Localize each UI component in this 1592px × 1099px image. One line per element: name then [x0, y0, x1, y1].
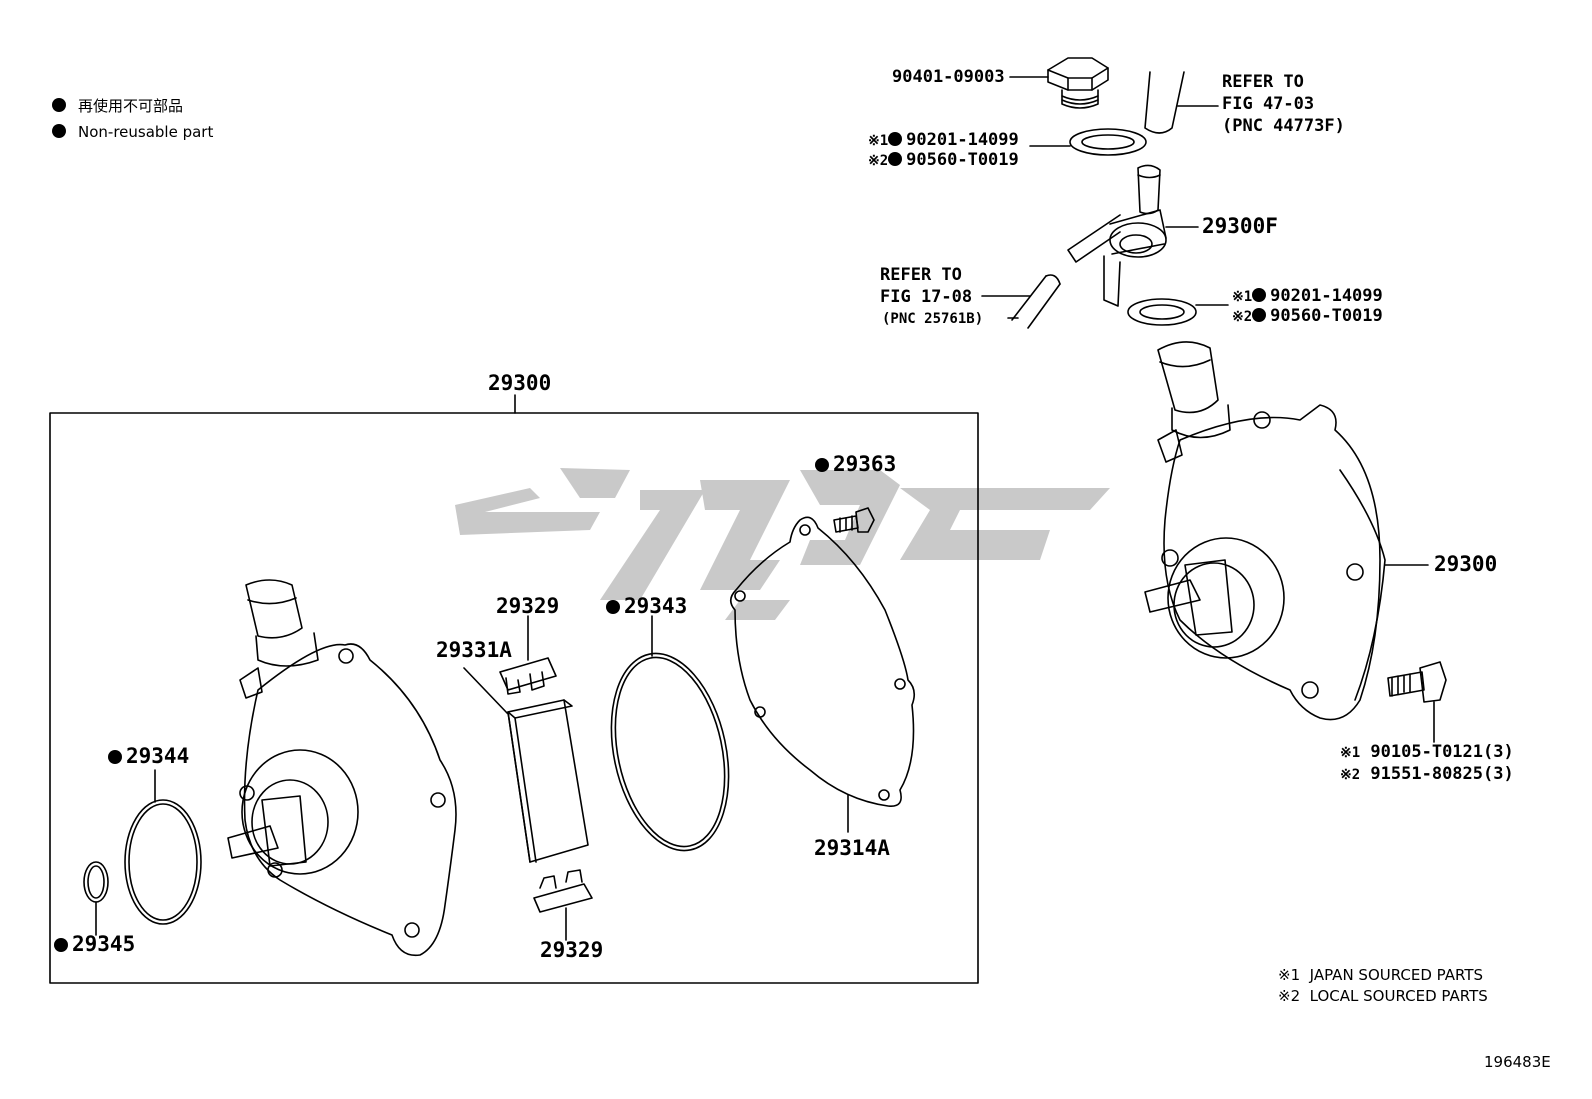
- refer-mid-line3: (PNC 25761B): [882, 311, 984, 327]
- o-ring-29345: [83, 861, 109, 936]
- bullet-icon: [108, 750, 122, 764]
- label-gasket-mid-2: ※2 90560-T0019: [1232, 306, 1383, 327]
- cap-29329-top: [499, 615, 557, 695]
- label-29329-bottom: 29329: [540, 938, 604, 962]
- figure-id: 196483E: [1484, 1053, 1551, 1071]
- label-29331a: 29331A: [436, 638, 512, 662]
- mark1: ※1: [868, 133, 889, 149]
- watermark-logo: [455, 468, 1110, 620]
- refer-mid-line2: FIG 17-08: [880, 287, 973, 307]
- plug-part: [1009, 57, 1109, 109]
- label-plug: 90401-09003: [892, 67, 1005, 87]
- mark2: ※2: [1278, 987, 1301, 1005]
- part-number: 29345: [72, 932, 136, 956]
- mark2: ※2: [868, 153, 889, 169]
- legend-en-text: Non-reusable part: [78, 123, 214, 141]
- label-assembly-box: 29300: [488, 371, 552, 395]
- mark1: ※1: [1278, 966, 1301, 984]
- screw-29363: [833, 507, 875, 533]
- note-text: JAPAN SOURCED PARTS: [1309, 966, 1484, 984]
- part-number: 29344: [126, 744, 190, 768]
- label-bolt-2: ※2 91551-80825(3): [1340, 764, 1514, 785]
- part-number: 91551-80825(3): [1370, 764, 1514, 784]
- legend-en: Non-reusable part: [52, 122, 213, 142]
- label-29344: 29344: [108, 744, 189, 768]
- refer-top-line3: (PNC 44773F): [1222, 116, 1345, 136]
- label-gasket-top-1: ※1 90201-14099: [868, 130, 1019, 151]
- label-29314a: 29314A: [814, 836, 890, 860]
- label-assembly-right: 29300: [1434, 552, 1498, 576]
- label-bolt-1: ※1 90105-T0121(3): [1340, 742, 1514, 763]
- union-part: [1067, 164, 1199, 307]
- note-local: ※2 LOCAL SOURCED PARTS: [1278, 986, 1488, 1006]
- legend-jp: 再使用不可部品: [52, 96, 183, 116]
- bullet-icon: [888, 152, 903, 166]
- bullet-icon: [1252, 288, 1267, 302]
- bullet-icon: [815, 458, 829, 472]
- part-number: 90201-14099: [906, 130, 1019, 150]
- part-number: 29363: [833, 452, 897, 476]
- label-gasket-top-2: ※2 90560-T0019: [868, 150, 1019, 171]
- bullet-icon: [606, 600, 620, 614]
- bullet-icon: [54, 938, 68, 952]
- bolt-right: [1387, 661, 1447, 743]
- mark2: ※2: [1340, 767, 1361, 783]
- hose-mid: [981, 274, 1061, 329]
- o-ring-29343: [610, 615, 730, 852]
- bullet-icon: [1252, 308, 1267, 322]
- label-29345: 29345: [54, 932, 135, 956]
- label-gasket-mid-1: ※1 90201-14099: [1232, 286, 1383, 307]
- cover-29314a: [729, 516, 916, 833]
- label-29343: 29343: [606, 594, 687, 618]
- mark2: ※2: [1232, 309, 1253, 325]
- gasket-mid: [1127, 298, 1229, 326]
- note-japan: ※1 JAPAN SOURCED PARTS: [1278, 965, 1483, 985]
- refer-top-line1: REFER TO: [1222, 72, 1304, 92]
- refer-mid-line1: REFER TO: [880, 265, 962, 285]
- part-number: 90105-T0121(3): [1370, 742, 1514, 762]
- note-text: LOCAL SOURCED PARTS: [1309, 987, 1488, 1005]
- assembly-box: [49, 412, 979, 984]
- label-29363: 29363: [815, 452, 896, 476]
- label-union: 29300F: [1202, 214, 1278, 238]
- mark1: ※1: [1340, 745, 1361, 761]
- part-number: 90560-T0019: [1270, 306, 1383, 326]
- label-29329-top: 29329: [496, 594, 560, 618]
- bullet-icon: [888, 132, 903, 146]
- pump-assembly-right: [1144, 341, 1429, 721]
- pump-body-left: [227, 579, 457, 957]
- gasket-top: [1029, 128, 1147, 156]
- part-number: 29343: [624, 594, 688, 618]
- bullet-icon: [52, 98, 66, 112]
- hose-top: [1144, 71, 1219, 134]
- o-ring-29344: [124, 769, 202, 925]
- mark1: ※1: [1232, 289, 1253, 305]
- part-number: 90560-T0019: [906, 150, 1019, 170]
- cap-29329-bottom: [533, 869, 593, 941]
- refer-top-line2: FIG 47-03: [1222, 94, 1315, 114]
- vane-29331a: [463, 667, 589, 863]
- part-number: 90201-14099: [1270, 286, 1383, 306]
- bullet-icon: [52, 124, 66, 138]
- legend-jp-text: 再使用不可部品: [78, 97, 184, 115]
